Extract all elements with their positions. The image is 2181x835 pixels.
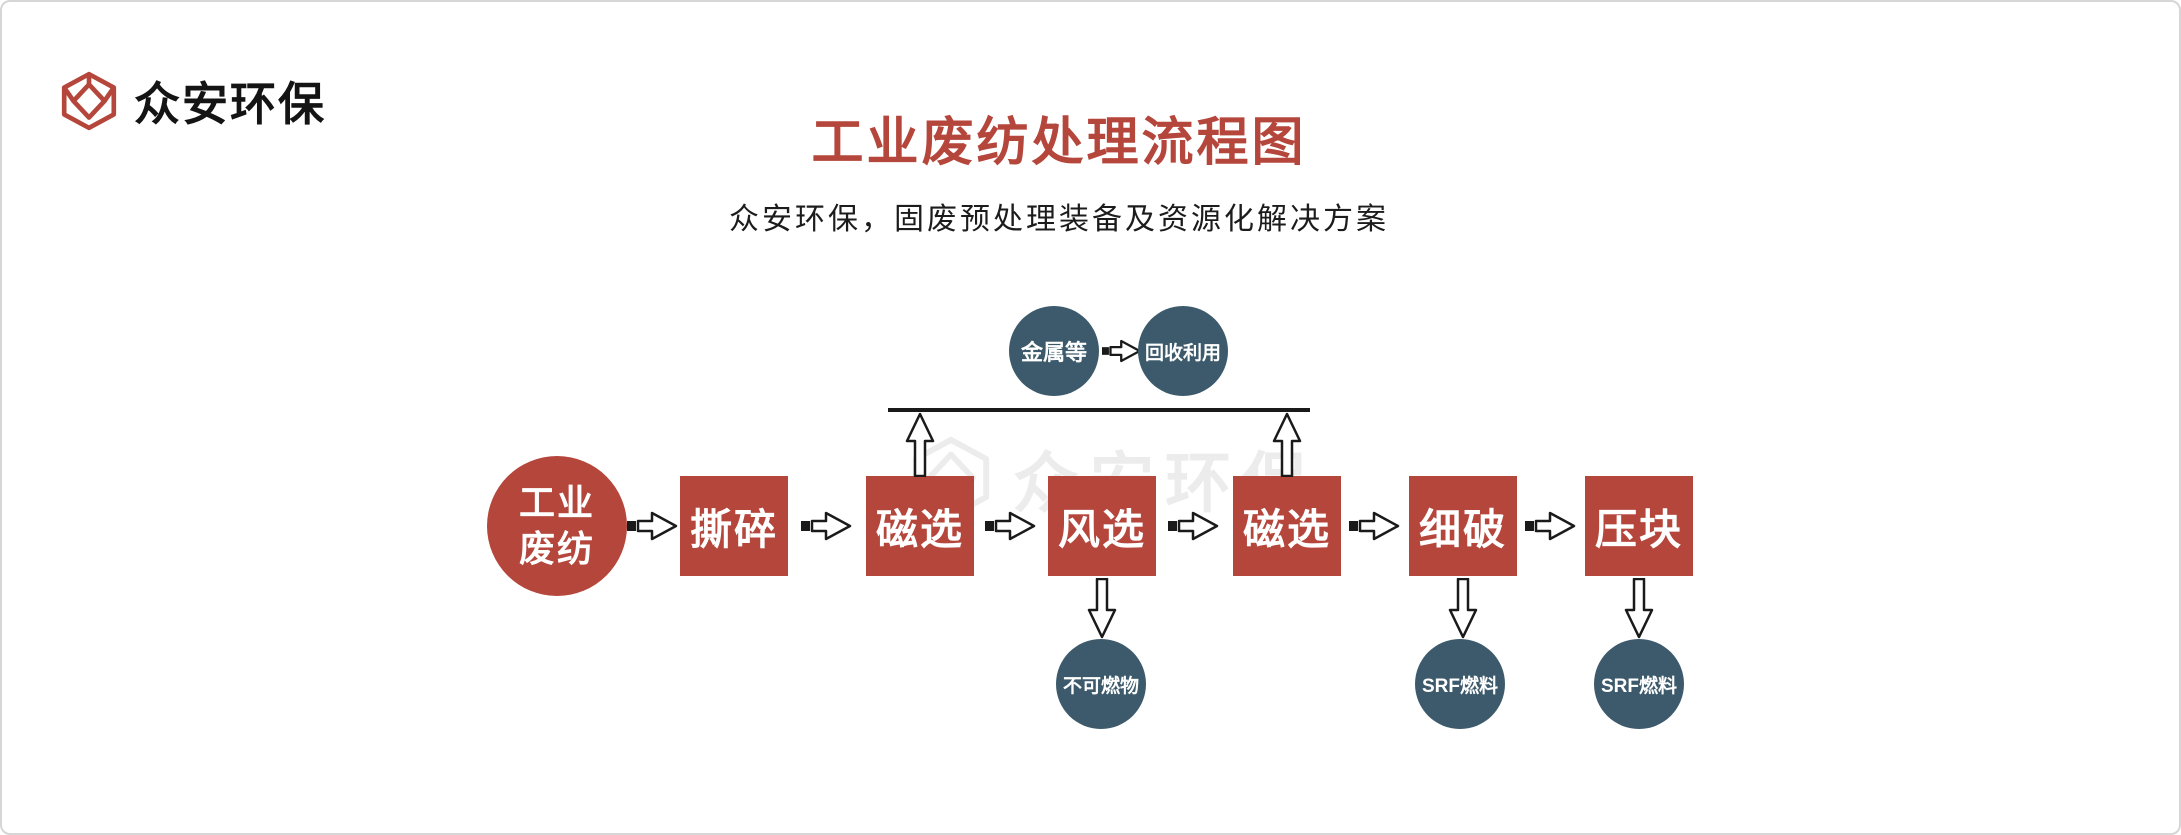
arrow-up-icon <box>905 412 935 477</box>
arrow-right-icon <box>627 511 678 541</box>
logo-gem-icon <box>61 71 117 131</box>
arrow-right-icon <box>801 511 852 541</box>
node-recycle: 回收利用 <box>1138 306 1228 396</box>
recycle-label: 回收利用 <box>1144 342 1221 364</box>
arrow-down-icon <box>1624 578 1654 639</box>
page-subtitle: 众安环保，固废预处理装备及资源化解决方案 <box>729 203 1389 236</box>
node-srf-fuel-2: SRF燃料 <box>1594 639 1684 729</box>
arrow-right-small-icon <box>1102 339 1141 363</box>
node-fine-crush: 细破 <box>1409 476 1517 576</box>
node-metals: 金属等 <box>1009 306 1099 396</box>
srf-fuel-label: SRF燃料 <box>1600 675 1677 697</box>
step-label: 磁选 <box>1242 505 1331 553</box>
arrow-up-icon <box>1272 412 1302 477</box>
node-magnetic-1: 磁选 <box>866 476 974 576</box>
srf-fuel-label: SRF燃料 <box>1421 675 1498 697</box>
step-label: 压块 <box>1594 505 1683 553</box>
non-combustible-label: 不可燃物 <box>1062 675 1139 697</box>
node-magnetic-2: 磁选 <box>1233 476 1341 576</box>
step-label: 细破 <box>1418 505 1507 553</box>
start-label-line2: 废纺 <box>518 528 595 569</box>
metals-label: 金属等 <box>1020 340 1087 365</box>
top-branch-line <box>888 408 1310 412</box>
logo-text: 众安环保 <box>134 78 326 130</box>
arrow-right-icon <box>1168 511 1219 541</box>
arrow-right-icon <box>1525 511 1576 541</box>
step-label: 撕碎 <box>689 505 778 553</box>
start-label-line1: 工业 <box>518 482 595 523</box>
step-label: 风选 <box>1057 505 1146 553</box>
node-compress: 压块 <box>1585 476 1693 576</box>
node-shred: 撕碎 <box>680 476 788 576</box>
arrow-right-icon <box>1349 511 1400 541</box>
node-non-combustible: 不可燃物 <box>1056 639 1146 729</box>
step-label: 磁选 <box>875 505 964 553</box>
node-srf-fuel-1: SRF燃料 <box>1415 639 1505 729</box>
node-industrial-waste-textile: 工业 废纺 <box>487 456 627 596</box>
node-air-sort: 风选 <box>1048 476 1156 576</box>
page-title: 工业废纺处理流程图 <box>811 114 1307 172</box>
logo: 众安环保 <box>58 68 326 134</box>
arrow-right-icon <box>985 511 1036 541</box>
arrow-down-icon <box>1087 578 1117 639</box>
arrow-down-icon <box>1448 578 1478 639</box>
